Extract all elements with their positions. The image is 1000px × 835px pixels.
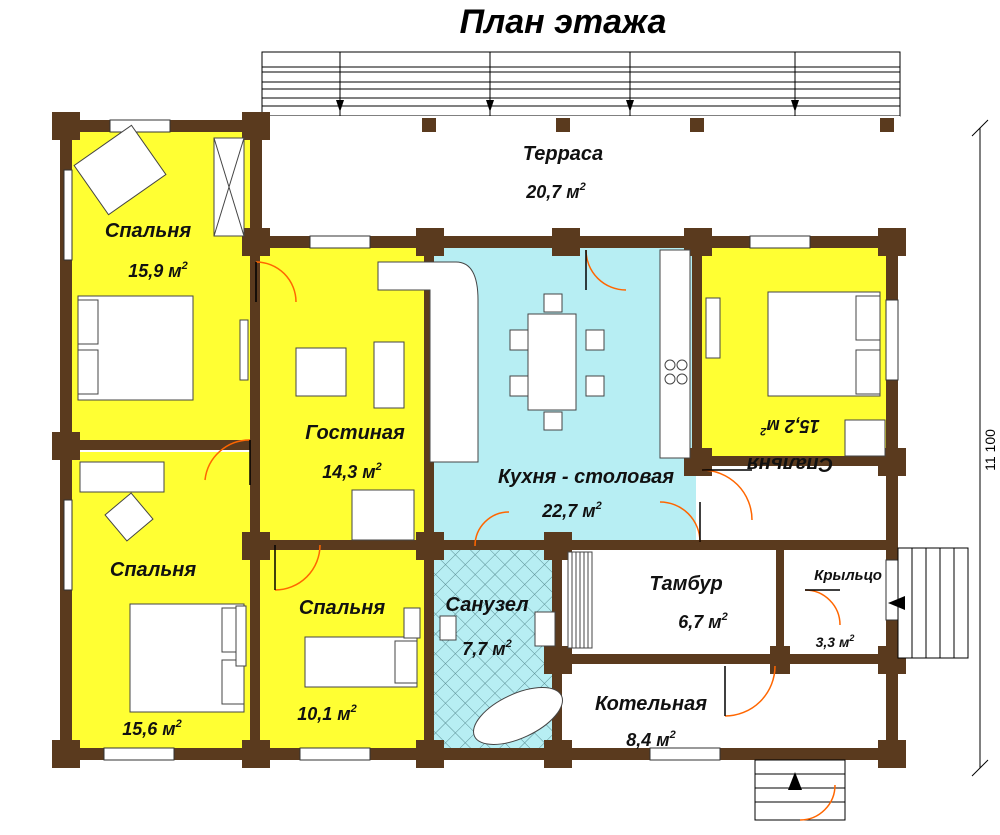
svg-text:22,7 м2: 22,7 м2 (541, 500, 601, 521)
area-sup: 2 (579, 181, 586, 193)
room-name: Кухня - столовая (498, 466, 674, 488)
room-name: Терраса (523, 143, 603, 165)
area-sup: 2 (375, 461, 382, 473)
room-area: 15,6 м (122, 719, 175, 739)
svg-text:8,4 м2: 8,4 м2 (626, 729, 675, 750)
dimension-label: 11 100 (982, 429, 998, 471)
area-sup: 2 (848, 633, 854, 643)
room-area: 22,7 м (541, 501, 595, 521)
room-name: Крыльцо (814, 567, 882, 584)
windows (63, 119, 899, 761)
dimension-line (971, 119, 989, 777)
room-area: 8,4 м (626, 730, 669, 750)
room-name: Санузел (445, 594, 529, 616)
walls (52, 112, 906, 768)
area-sup: 2 (760, 425, 767, 437)
roof-slope-arrows (336, 100, 799, 112)
svg-text:15,2 м2: 15,2 м2 (760, 416, 819, 437)
svg-text:6,7 м2: 6,7 м2 (678, 611, 727, 632)
room-area: 15,2 м (766, 416, 819, 436)
area-sup: 2 (505, 638, 512, 650)
room-area: 7,7 м (462, 639, 505, 659)
porch-floor (778, 552, 892, 658)
entrance-arrow-south (788, 772, 802, 790)
area-sup: 2 (595, 500, 602, 512)
room-name: Котельная (595, 693, 707, 715)
plan-title: План этажа (460, 3, 667, 41)
area-sup: 2 (175, 718, 182, 730)
vestibule-floor (558, 546, 778, 658)
room-name: Спальня (105, 220, 191, 242)
room-area: 15,9 м (128, 261, 181, 281)
room-name: Гостиная (305, 422, 405, 444)
terrace-roof (261, 51, 901, 117)
area-sup: 2 (669, 729, 676, 741)
door-leaves (249, 250, 840, 716)
shelf-lines (213, 137, 589, 648)
room-name: Спальня (299, 597, 385, 619)
room-area: 3,3 м (816, 634, 850, 650)
room-name: Спальня (747, 453, 833, 475)
terrace-posts (422, 118, 894, 132)
svg-text:3,3 м2: 3,3 м2 (816, 633, 855, 650)
svg-text:7,7 м2: 7,7 м2 (462, 638, 511, 659)
furniture (73, 124, 886, 745)
room-labels: Терраса 20,7 м2 Спальня 15,9 м2 Гостиная… (105, 143, 882, 750)
room-area: 20,7 м (525, 182, 579, 202)
svg-text:20,7 м2: 20,7 м2 (525, 181, 585, 202)
area-sup: 2 (181, 260, 188, 272)
svg-text:15,6 м2: 15,6 м2 (122, 718, 181, 739)
porch-steps (754, 547, 969, 821)
room-area: 10,1 м (297, 704, 350, 724)
svg-text:10,1 м2: 10,1 м2 (297, 703, 356, 724)
room-area: 14,3 м (322, 462, 375, 482)
room-area: 6,7 м (678, 612, 721, 632)
svg-text:15,9 м2: 15,9 м2 (128, 260, 187, 281)
area-sup: 2 (721, 611, 728, 623)
svg-text:14,3 м2: 14,3 м2 (322, 461, 381, 482)
entrance-arrow-east (888, 596, 905, 610)
room-name: Спальня (110, 559, 196, 581)
terrace-floor (262, 116, 900, 240)
room-name: Тамбур (649, 573, 722, 595)
boiler-floor (558, 664, 888, 758)
area-sup: 2 (350, 703, 357, 715)
